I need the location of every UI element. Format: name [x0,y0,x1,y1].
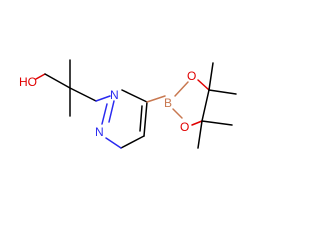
bond-lower-c-methyl-2 [197,120,203,149]
nitrogen-n2-label: N [95,125,104,139]
bond-c4-c3 [120,135,145,149]
bond-c5-c4 [143,101,148,137]
oxygen-upper-label: O [187,69,196,83]
bond-ch2-n1 [95,95,111,102]
bond-b-o-lower [172,108,183,119]
bond-upper-c-methyl-1 [208,62,214,91]
bond-n1-c5 [121,89,148,103]
oxygen-lower-label: O [180,120,189,134]
bond-b-o-upper [174,81,189,97]
bond-o-c1 [35,73,46,80]
boron-label: B [164,96,172,110]
bond-c3-n2 [105,137,122,149]
bond-c5-c4-double [139,105,143,132]
molecule-svg: HO N N B O O [19,59,237,149]
bond-n2-n1-double [101,103,108,125]
bond-c1-c2-left [44,73,71,89]
molecule-structure-diagram: HO N N B O O [19,59,237,149]
nitrogen-n1-label: N [110,88,119,102]
bond-lower-c-methyl-1 [201,120,233,126]
bond-o-lower-c [191,120,203,126]
bond-c-c-ring [201,89,210,122]
bond-c4-b [146,95,166,103]
bond-upper-c-methyl-2 [208,89,237,95]
bond-cq-ch2 [69,87,97,102]
hydroxyl-label: HO [19,75,37,89]
bond-o-upper-c [197,79,210,91]
bond-n2-n1 [108,100,115,123]
